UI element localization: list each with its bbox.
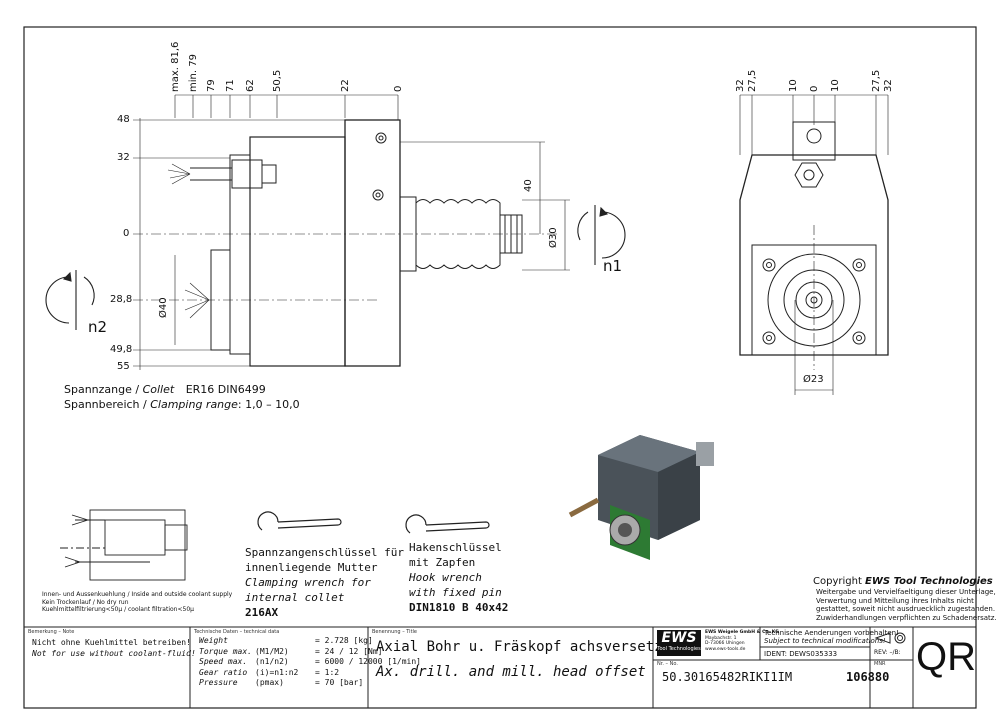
dim-label: 79 xyxy=(206,79,217,92)
tech-data-table: Weight= 2.728 [kg] Torque max.(M1/M2)= 2… xyxy=(199,636,421,689)
dim-label: 49,8 xyxy=(110,344,133,355)
dim-label: 32 xyxy=(735,79,746,92)
side-view xyxy=(133,94,570,370)
dim-label: 32 xyxy=(117,152,130,163)
tech-row: Weight= 2.728 [kg] xyxy=(199,636,373,645)
tech-row: Gear ratio(i)=n1:n2= 1:2 xyxy=(199,667,340,677)
part-number: 50.30165482RIKI1IM xyxy=(662,670,793,684)
dim-label: max. 81,6 xyxy=(170,41,181,92)
title-block-frame xyxy=(24,626,976,708)
coolant-notes: Innen- und Aussenkuehlung / Inside and o… xyxy=(42,591,233,613)
rotation-n1-icon xyxy=(577,205,626,265)
dim-label: 55 xyxy=(117,361,130,372)
number-header: Nr. – No. xyxy=(657,661,678,667)
copyright-title: Copyright EWS Tool Technologies xyxy=(813,576,993,587)
dim-label: 62 xyxy=(245,79,256,92)
tech-row: Pressure(pmax)= 70 [bar] xyxy=(199,678,364,687)
3d-render-image xyxy=(568,435,714,560)
mnr-header: MNR xyxy=(874,661,886,667)
dim-label: 32 xyxy=(883,79,894,92)
clamping-wrench-icon xyxy=(257,511,342,531)
dim-label: 0 xyxy=(123,228,130,239)
company-address: EWS Weigele GmbH & Co. KG Maybachstr. 1 … xyxy=(705,630,779,652)
dim-label: 40 xyxy=(523,179,534,192)
dim-label: min. 79 xyxy=(188,54,199,92)
rotation-n2-icon xyxy=(45,270,95,330)
projection-symbol-icon xyxy=(874,630,910,644)
dim-label: Ø23 xyxy=(803,374,824,385)
remark-en: Not for use without coolant-fluid! xyxy=(32,649,196,658)
tech-data-header: Technische Daten – technical data xyxy=(194,629,280,635)
dim-label: 48 xyxy=(117,114,130,125)
title-header: Benennung – Title xyxy=(372,629,417,635)
hook-wrench-icon xyxy=(405,514,490,534)
rotation-label-n2: n2 xyxy=(88,318,108,336)
coolant-schematic xyxy=(60,509,188,581)
clamping-wrench-text: Spannzangenschlüssel für innenliegende M… xyxy=(245,546,404,619)
copyright-text: Weitergabe und Vervielfaeltigung dieser … xyxy=(816,588,997,622)
drawing-title-en: Ax. drill. and mill. head offset xyxy=(376,664,646,680)
dim-label: 28,8 xyxy=(110,294,133,305)
dim-label: 10 xyxy=(788,79,799,92)
tech-change-note: Technische Aenderungen vorbehalten! Subj… xyxy=(764,629,899,645)
dim-label: 71 xyxy=(225,79,236,92)
ews-logo: EWS Tool Technologies xyxy=(657,630,701,656)
remark-header: Bemerkung – Note xyxy=(28,629,75,635)
dim-label: 0 xyxy=(393,85,404,92)
dim-label: 50,5 xyxy=(272,69,283,92)
dim-label: 27,5 xyxy=(871,69,882,92)
hook-wrench-text: Hakenschlüssel mit Zapfen Hook wrench wi… xyxy=(409,541,509,614)
tech-row: Speed max.(n1/n2)= 6000 / 12000 [1/min] xyxy=(199,657,421,666)
qr-label: QR xyxy=(916,635,976,679)
dim-label: 10 xyxy=(830,79,841,92)
tech-row: Torque max.(M1/M2)= 24 / 12 [Nm] xyxy=(199,646,383,656)
dim-label: Ø40 xyxy=(158,297,169,318)
mnr-number: 106880 xyxy=(846,670,890,684)
front-view xyxy=(739,94,889,395)
rotation-label-n1: n1 xyxy=(603,257,623,275)
drawing-title-de: Axial Bohr u. Fräskopf achsversetzt xyxy=(376,639,672,655)
revision-label: REV: –/B: xyxy=(874,649,901,656)
clamping-range-spec: Spannbereich / Clamping range: 1,0 – 10,… xyxy=(64,398,300,411)
ident-number: IDENT: DEWS035333 xyxy=(764,650,838,658)
dim-label: 27,5 xyxy=(747,69,758,92)
dim-label: Ø30 xyxy=(548,227,559,248)
dim-label: 22 xyxy=(340,79,351,92)
dim-label: 0 xyxy=(809,85,820,92)
remark-de: Nicht ohne Kuehlmittel betreiben! xyxy=(32,638,191,647)
collet-spec: Spannzange / Collet ER16 DIN6499 xyxy=(64,383,266,396)
